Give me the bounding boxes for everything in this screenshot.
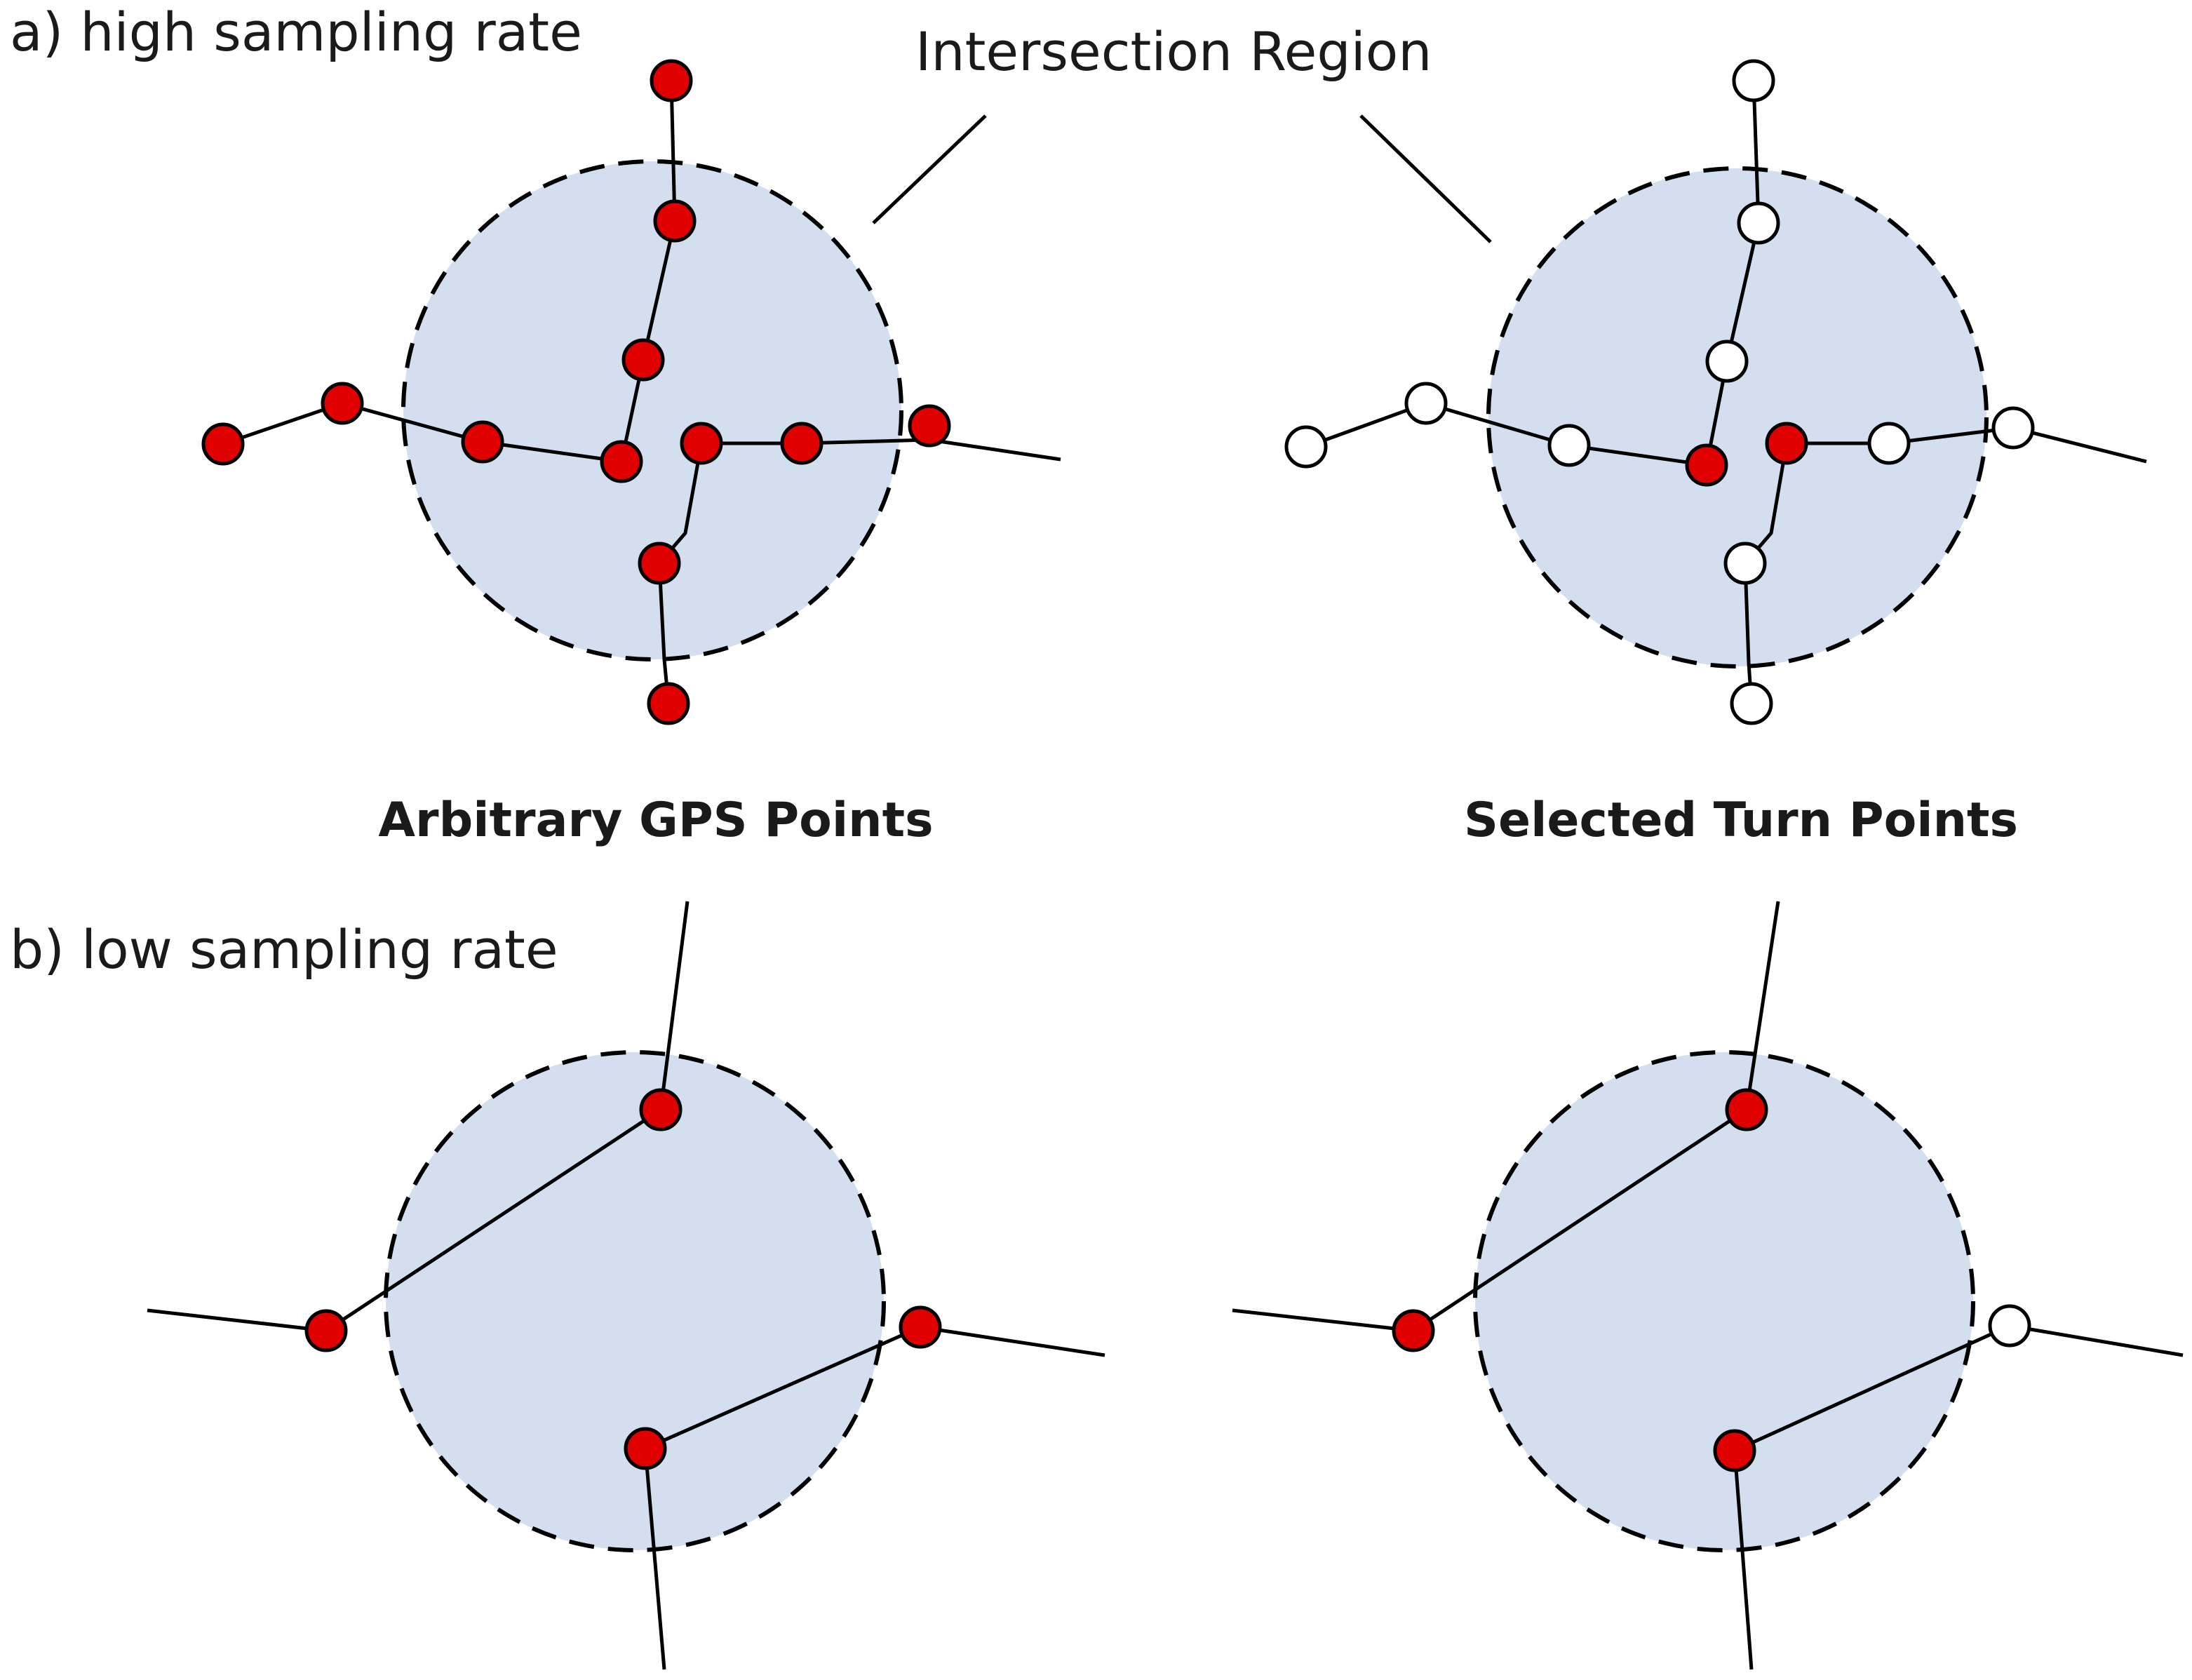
gps-point: [650, 59, 693, 102]
gps-point: [908, 404, 951, 448]
selected-turn-point: [1765, 422, 1808, 465]
gps-point: [624, 1427, 667, 1470]
unselected-point: [1867, 422, 1911, 465]
unselected-point: [1730, 682, 1773, 725]
unselected-point: [1991, 406, 2035, 450]
trajectory-line: [643, 1325, 1105, 1670]
gps-point: [780, 422, 823, 465]
unselected-point: [1404, 382, 1448, 425]
arbitrary-gps-points-caption: Arbitrary GPS Points: [378, 793, 933, 848]
unselected-point: [1988, 1304, 2031, 1348]
gps-point: [321, 382, 364, 425]
gps-point: [680, 422, 723, 465]
gps-point: [201, 422, 245, 466]
leader-line-right: [1359, 114, 1492, 243]
gps-point: [639, 1088, 683, 1131]
intersection-region-a-right: [1486, 166, 1989, 668]
gps-points-b-left: [304, 1088, 942, 1470]
intersection-region-b-left: [384, 1050, 886, 1552]
trajectory-line: [1232, 901, 1780, 1333]
gps-point: [653, 199, 697, 243]
gps-point: [647, 682, 690, 725]
panel-b-label: b) low sampling rate: [10, 918, 558, 981]
intersection-region-a-left: [401, 159, 903, 661]
selected-turn-points-caption: Selected Turn Points: [1464, 793, 2018, 848]
trajectory-line: [1733, 1324, 2184, 1670]
selected-turn-point: [1392, 1309, 1435, 1352]
unselected-point: [1284, 425, 1328, 469]
selected-turn-point: [1725, 1088, 1768, 1131]
turn-points-b-right: [1392, 1088, 2031, 1472]
unselected-point: [1547, 424, 1591, 467]
intersection-region-label: Intersection Region: [915, 20, 1432, 83]
unselected-point: [1732, 59, 1775, 102]
selected-turn-point: [1685, 443, 1728, 487]
gps-points-a-left: [201, 59, 951, 725]
panel-a-label: a) high sampling rate: [10, 1, 582, 63]
gps-point: [600, 440, 643, 483]
unselected-point: [1737, 201, 1780, 245]
intersection-region-b-right: [1473, 1050, 1975, 1552]
gps-point: [304, 1309, 348, 1352]
turn-points-a-right: [1284, 59, 2035, 725]
gps-point: [899, 1305, 942, 1349]
trajectories-b-left: [147, 901, 1105, 1670]
gps-point: [638, 542, 681, 585]
unselected-point: [1705, 340, 1749, 383]
leader-line-left: [872, 114, 987, 224]
trajectory-line: [657, 438, 1061, 704]
trajectory-line: [147, 901, 690, 1333]
selected-turn-point: [1713, 1429, 1756, 1472]
gps-point: [621, 338, 665, 382]
unselected-point: [1723, 542, 1767, 585]
trajectories-b-right: [1232, 901, 2184, 1670]
gps-point: [461, 420, 504, 464]
